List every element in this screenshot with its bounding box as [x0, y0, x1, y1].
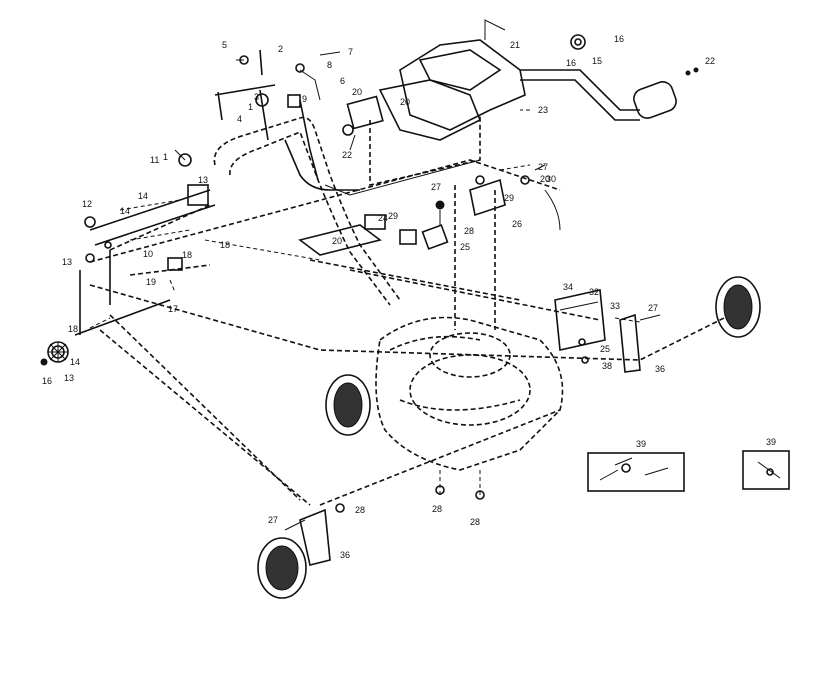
- callout-label: 36: [340, 550, 350, 560]
- frame-rails: [89, 159, 741, 506]
- callout-label: 15: [592, 56, 602, 66]
- hardware-kit-box-left: [587, 452, 685, 492]
- callout-label: 25: [600, 344, 610, 354]
- callout-label: 1: [248, 102, 253, 112]
- center-linkage: [298, 164, 561, 330]
- callout-label: 26: [512, 219, 522, 229]
- wheel-right-rear: [715, 276, 761, 338]
- callout-label: 8: [327, 60, 332, 70]
- callout-label: 27: [648, 303, 658, 313]
- callout-labels: 1 2 3 4 5 6 7 8 9 10 11 12 13 13 13 14 1…: [42, 34, 776, 560]
- callout-label: 20: [540, 174, 550, 184]
- callout-label: 29: [504, 193, 514, 203]
- callout-label: 32: [589, 287, 599, 297]
- callout-label: 27: [431, 182, 441, 192]
- callout-label: 1: [163, 152, 168, 162]
- callout-label: 22: [705, 56, 715, 66]
- callout-label: 33: [610, 301, 620, 311]
- callout-label: 14: [70, 357, 80, 367]
- callout-label: 16: [614, 34, 624, 44]
- left-drive-gear: [40, 341, 69, 366]
- callout-label: 10: [143, 249, 153, 259]
- leader-lines: [89, 109, 641, 495]
- callout-label: 13: [62, 257, 72, 267]
- callout-label: 29: [388, 211, 398, 221]
- callout-label: 24: [378, 213, 388, 223]
- callout-label: 14: [120, 206, 130, 216]
- callout-label: 14: [138, 191, 148, 201]
- callout-label: 27: [268, 515, 278, 525]
- callout-label: 18: [182, 250, 192, 260]
- handle-assembly: [213, 49, 481, 306]
- callout-label: 5: [222, 40, 227, 50]
- callout-label: 13: [198, 175, 208, 185]
- callout-label: 13: [64, 373, 74, 383]
- right-axle-bracket: [554, 289, 661, 373]
- left-axle-assembly: [74, 149, 216, 336]
- hardware-kit-box-right: [742, 450, 790, 490]
- callout-label: 4: [237, 114, 242, 124]
- mower-deck: [375, 316, 564, 500]
- callout-label: 9: [302, 94, 307, 104]
- callout-label: 11: [150, 155, 159, 165]
- wheel-left-middle: [325, 374, 371, 436]
- callout-label: 28: [470, 517, 480, 527]
- callout-label: 36: [655, 364, 665, 374]
- callout-label: 30: [546, 174, 556, 184]
- right-shaft: [520, 34, 699, 121]
- callout-label: 2: [278, 44, 283, 54]
- callout-label: 38: [602, 361, 612, 371]
- callout-label: 28: [355, 505, 365, 515]
- callout-label: 12: [82, 199, 92, 209]
- callout-label: 20: [332, 236, 342, 246]
- callout-label: 16: [566, 58, 576, 68]
- callout-label: 17: [168, 304, 178, 314]
- callout-label: 34: [563, 282, 573, 292]
- callout-label: 28: [464, 226, 474, 236]
- callout-label: 23: [538, 105, 548, 115]
- callout-label: 27: [538, 162, 548, 172]
- callout-label: 39: [636, 439, 646, 449]
- callout-label: 21: [510, 40, 520, 50]
- callout-label: 7: [348, 47, 353, 57]
- upper-housing: [342, 19, 526, 187]
- callout-label: 22: [342, 150, 352, 160]
- callout-label: 18: [68, 324, 78, 334]
- callout-label: 39: [766, 437, 776, 447]
- callout-label: 18: [220, 240, 230, 250]
- callout-label: 6: [340, 76, 345, 86]
- callout-label: 20: [400, 97, 410, 107]
- callout-label: 28: [432, 504, 442, 514]
- callout-label: 3: [254, 92, 259, 102]
- callout-label: 16: [42, 376, 52, 386]
- callout-label: 25: [460, 242, 470, 252]
- callout-label: 19: [146, 277, 156, 287]
- wheel-left-front: [257, 503, 345, 599]
- callout-label: 20: [352, 87, 362, 97]
